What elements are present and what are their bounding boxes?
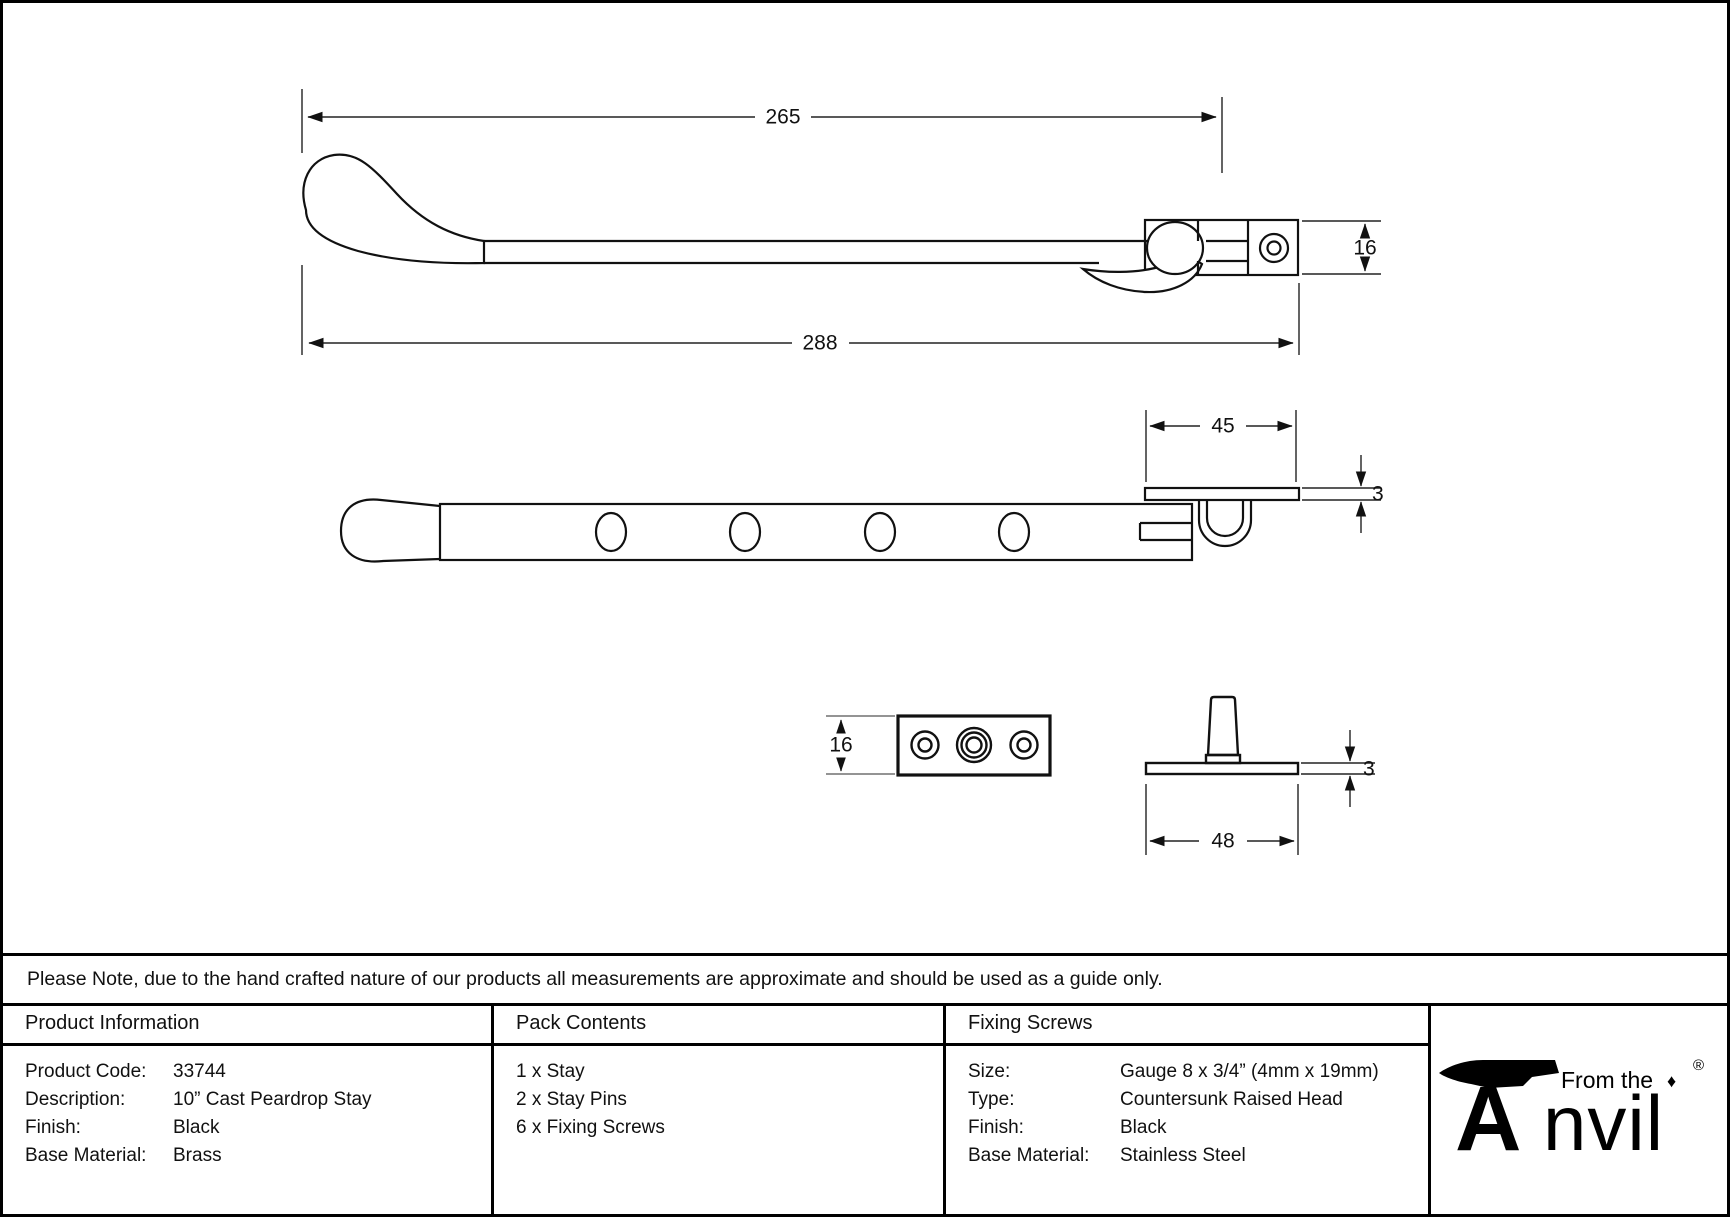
dim-3-keeper xyxy=(1302,455,1381,533)
bar-plan xyxy=(438,502,1194,562)
technical-drawing: 265 288 16 xyxy=(301,89,1384,855)
handle-plan xyxy=(339,498,441,563)
dim-45-label: 45 xyxy=(1211,415,1234,438)
dim-3-keeper-label: 3 xyxy=(1372,483,1384,506)
dim-3-pin-base-label: 3 xyxy=(1363,758,1375,781)
fixing-screws-header: Fixing Screws xyxy=(946,1003,1431,1046)
table-row: Product Code: 33744 xyxy=(25,1061,226,1082)
product-spec-table: Product Information Pack Contents Fixing… xyxy=(3,1003,1727,1214)
stay-bar-side xyxy=(457,239,1149,265)
brand-logo: A nvil From the ♦ ® xyxy=(1431,1003,1727,1214)
keeper xyxy=(1143,486,1301,548)
bracket-screw-hole xyxy=(1258,232,1290,264)
peardrop-loop xyxy=(1145,220,1205,276)
table-row: Type: Countersunk Raised Head xyxy=(968,1089,1343,1110)
pack-contents-header: Pack Contents xyxy=(494,1003,946,1046)
peardrop-handle xyxy=(302,153,486,265)
pin-plate-holes xyxy=(910,726,1039,764)
diamond-icon: ♦ xyxy=(1667,1071,1676,1091)
dim-265-label: 265 xyxy=(765,106,800,129)
dim-265 xyxy=(301,89,1223,355)
stay-pin-drawing xyxy=(1144,695,1300,776)
dim-48 xyxy=(1145,784,1299,855)
table-row: Base Material: Stainless Steel xyxy=(968,1145,1246,1166)
logo-tagline: From the xyxy=(1561,1067,1653,1093)
registered-trademark-icon: ® xyxy=(1693,1057,1704,1074)
fixing-screws-body: Size: Gauge 8 x 3/4” (4mm x 19mm) Type: … xyxy=(946,1046,1431,1214)
dim-16-pin-plate xyxy=(826,715,895,775)
dim-3-pin-base xyxy=(1301,730,1375,807)
dim-16-bracket xyxy=(1302,220,1381,275)
product-information-header: Product Information xyxy=(3,1003,494,1046)
dim-288 xyxy=(308,283,1300,355)
measurement-note: Please Note, due to the hand crafted nat… xyxy=(3,953,1727,1006)
dim-45 xyxy=(1145,410,1297,482)
product-information-body: Product Code: 33744 Description: 10” Cas… xyxy=(3,1046,494,1214)
pin-cone xyxy=(1206,695,1240,757)
list-item: 6 x Fixing Screws xyxy=(516,1117,665,1138)
side-view-drawing xyxy=(302,153,1300,294)
stay-bracket xyxy=(1143,218,1300,277)
bracket-detail-lines xyxy=(1196,220,1250,275)
list-item: 2 x Stay Pins xyxy=(516,1089,627,1110)
table-row: Description: 10” Cast Peardrop Stay xyxy=(25,1089,372,1110)
table-row: Finish: Black xyxy=(968,1117,1167,1138)
logo-name-rest: nvil xyxy=(1543,1079,1664,1167)
dim-288-label: 288 xyxy=(802,332,837,355)
pin-plate-drawing xyxy=(896,714,1052,777)
dim-16-pin-plate-label: 16 xyxy=(829,734,852,757)
dim-16-bracket-label: 16 xyxy=(1353,237,1376,260)
list-item: 1 x Stay xyxy=(516,1061,585,1082)
note-text: Please Note, due to the hand crafted nat… xyxy=(27,968,1163,990)
table-row: Base Material: Brass xyxy=(25,1145,222,1166)
dim-48-label: 48 xyxy=(1211,830,1234,853)
pin-base xyxy=(1144,761,1300,776)
table-row: Size: Gauge 8 x 3/4” (4mm x 19mm) xyxy=(968,1061,1379,1082)
bar-end-tab xyxy=(1138,521,1192,542)
bar-holes xyxy=(594,511,1031,553)
pack-contents-body: 1 x Stay 2 x Stay Pins 6 x Fixing Screws xyxy=(494,1046,946,1214)
from-the-anvil-logo: A nvil From the ♦ ® xyxy=(1439,1057,1704,1170)
plan-view-drawing xyxy=(339,486,1301,563)
anvil-icon xyxy=(1439,1059,1559,1088)
table-row: Finish: Black xyxy=(25,1117,220,1138)
